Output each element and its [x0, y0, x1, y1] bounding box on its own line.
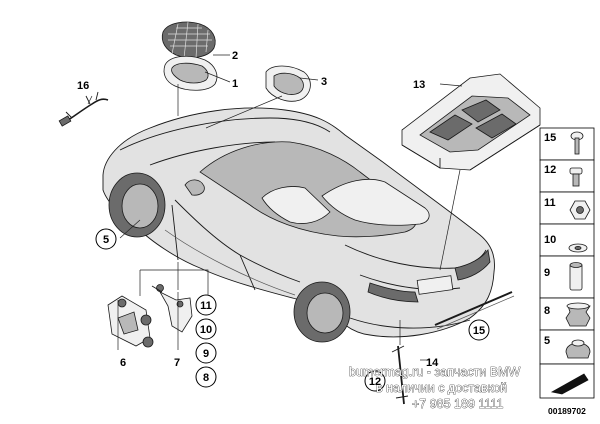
svg-text:5: 5: [544, 335, 550, 347]
svg-text:12: 12: [369, 376, 381, 388]
part-7-latch: [151, 284, 193, 333]
panel-row-8: 8: [539, 297, 595, 331]
part-13-trunk-tray: [401, 73, 541, 171]
bolt-washer-icon: [570, 131, 584, 155]
svg-text:12: 12: [544, 164, 556, 176]
callout-7: 7: [174, 357, 180, 369]
svg-text:5: 5: [103, 234, 109, 246]
callout-3: 3: [321, 76, 327, 88]
circled-callout-12: 12: [364, 370, 386, 392]
screw-icon: [569, 167, 583, 187]
circled-callout-11: 11: [195, 294, 217, 316]
sleeve-icon: [569, 262, 583, 291]
watermark-line-1: bumermag.ru - запчасти BMW: [349, 365, 521, 379]
panel-row-15: 15: [539, 127, 595, 161]
panel-row-12: 12: [539, 159, 595, 193]
panel-row-5: 5: [539, 329, 595, 365]
svg-text:10: 10: [200, 324, 212, 336]
svg-text:8: 8: [203, 372, 209, 384]
bmw-arrow-icon: [550, 373, 589, 395]
svg-text:15: 15: [544, 132, 556, 144]
part-3-bezel: [265, 65, 311, 102]
circled-callout-5: 5: [95, 228, 117, 250]
part-1-frame: [163, 55, 218, 91]
panel-row-9: 9: [539, 255, 595, 299]
diagram-number: 00189702: [548, 406, 586, 416]
panel-row-11: 11: [539, 191, 595, 225]
callout-14: 14: [426, 357, 439, 369]
svg-text:8: 8: [544, 305, 550, 317]
car-body: [102, 107, 495, 343]
leader-lines: [87, 54, 463, 361]
circled-callout-9: 9: [195, 342, 217, 364]
panel-row-10: 10: [539, 223, 595, 257]
svg-text:9: 9: [203, 348, 209, 360]
circled-callout-8: 8: [195, 366, 217, 388]
callout-13: 13: [413, 79, 425, 91]
part-15-strip: [434, 291, 515, 330]
svg-text:15: 15: [473, 325, 485, 337]
part-6-bracket: [107, 295, 154, 348]
watermark-line-2: в наличии с доставкой: [376, 381, 507, 395]
small-parts-panel: 15 12 11 10: [539, 127, 595, 399]
svg-text:11: 11: [200, 300, 212, 312]
circled-callout-15: 15: [468, 319, 490, 341]
callout-2: 2: [232, 50, 238, 62]
svg-text:11: 11: [544, 197, 556, 209]
callout-16: 16: [77, 80, 89, 92]
watermark-line-3: +7 985 189 1111: [412, 397, 503, 411]
callout-1: 1: [232, 78, 238, 90]
circled-callout-10: 10: [195, 318, 217, 340]
washer-icon: [568, 243, 588, 253]
rubber-buffer-icon: [565, 339, 591, 359]
watermark: bumermag.ru - запчасти BMW в наличии с д…: [349, 365, 521, 412]
part-16-cable: [58, 91, 109, 127]
svg-text:9: 9: [544, 267, 550, 279]
callout-6: 6: [120, 357, 126, 369]
panel-row-arrow: [539, 363, 595, 399]
part-2-grille: [161, 21, 216, 59]
hex-nut-icon: [569, 200, 591, 220]
grommet-icon: [565, 302, 591, 327]
part-14-rod: [391, 345, 409, 405]
svg-text:10: 10: [544, 234, 556, 246]
